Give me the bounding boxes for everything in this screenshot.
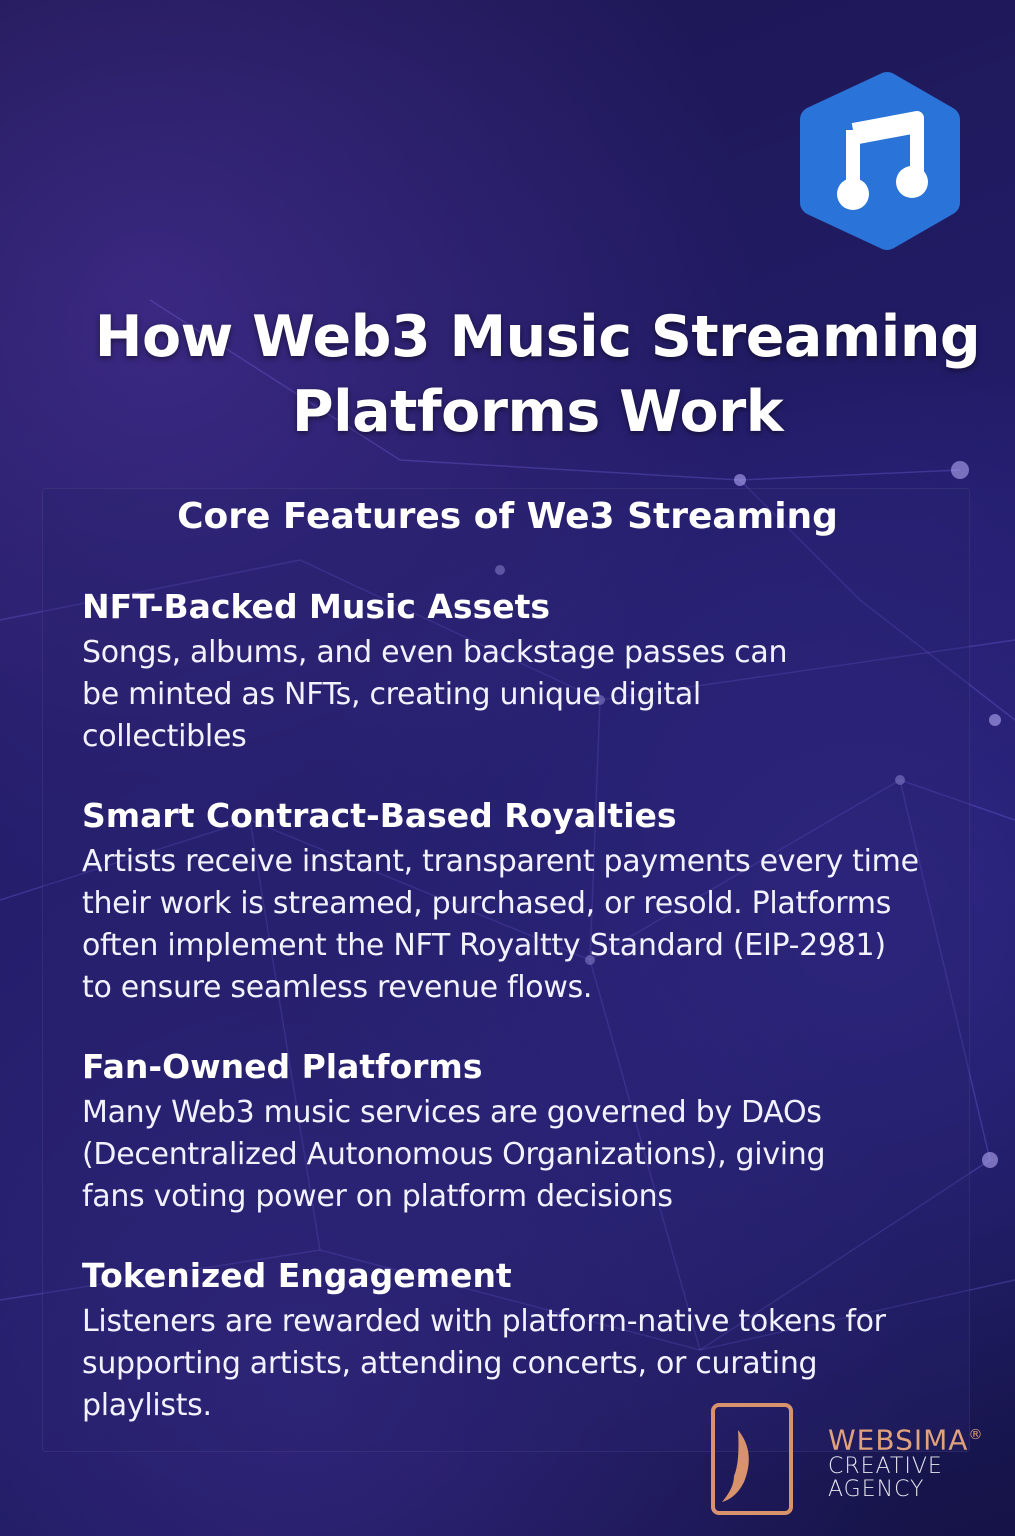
music-note-icon bbox=[800, 72, 960, 250]
brand-line-creative: CREATIVE bbox=[828, 1454, 943, 1480]
features-card bbox=[42, 488, 970, 1452]
feature-body: Listeners are rewarded with platform-nat… bbox=[82, 1304, 886, 1423]
feature-body: Artists receive instant, transparent pay… bbox=[82, 844, 919, 1005]
feature-heading: Smart Contract-Based Royalties bbox=[82, 796, 677, 835]
feature-fan-owned: Fan-Owned Platforms Many Web3 music serv… bbox=[82, 1046, 922, 1218]
brand-line-agency: AGENCY bbox=[828, 1477, 925, 1503]
brand-wordmark: WEBSIMA® CREATIVE AGENCY bbox=[828, 1420, 984, 1503]
brand-name: WEBSIMA bbox=[828, 1423, 969, 1457]
registered-mark: ® bbox=[968, 1427, 984, 1443]
feature-body: Many Web3 music services are governed by… bbox=[82, 1095, 826, 1214]
feature-heading: NFT-Backed Music Assets bbox=[82, 587, 551, 626]
feature-body: Songs, albums, and even backstage passes… bbox=[82, 635, 788, 754]
feature-heading: Fan-Owned Platforms bbox=[82, 1047, 483, 1086]
section-subtitle: Core Features of We3 Streaming bbox=[177, 496, 838, 537]
page-title: How Web3 Music Streaming Platforms Work bbox=[60, 300, 1015, 450]
feature-heading: Tokenized Engagement bbox=[82, 1256, 512, 1295]
feature-royalties: Smart Contract-Based Royalties Artists r… bbox=[82, 795, 922, 1009]
title-line-2: Platforms Work bbox=[291, 379, 784, 445]
title-line-1: How Web3 Music Streaming bbox=[94, 304, 981, 370]
feature-nft-assets: NFT-Backed Music Assets Songs, albums, a… bbox=[82, 586, 922, 758]
websima-logo-icon bbox=[711, 1403, 793, 1515]
feature-tokenized: Tokenized Engagement Listeners are rewar… bbox=[82, 1255, 922, 1427]
